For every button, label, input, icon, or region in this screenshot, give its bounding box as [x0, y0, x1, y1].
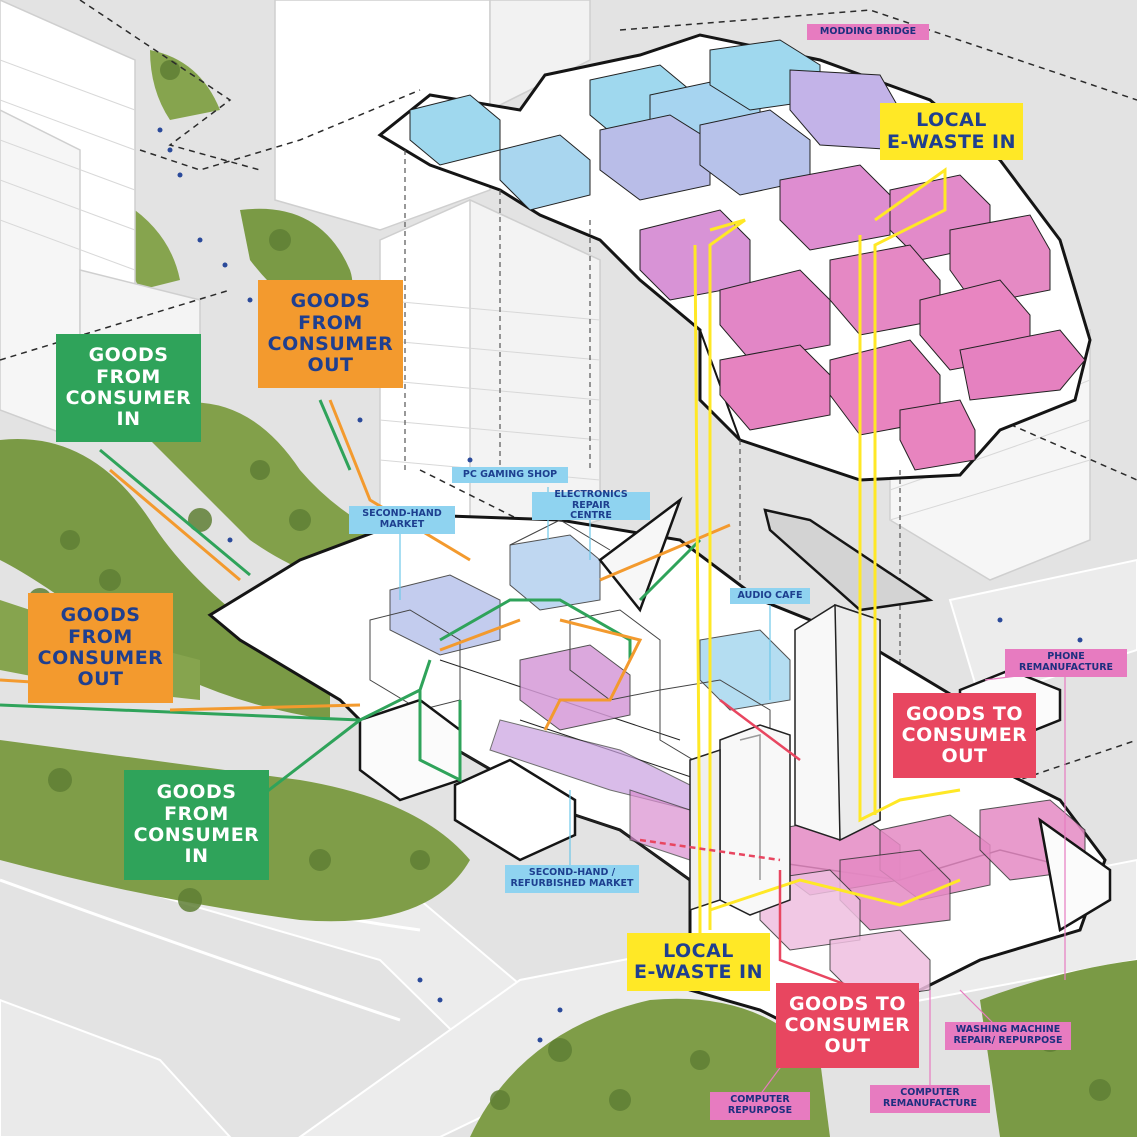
label-goods-from-consumer-in-top: GOODS FROM CONSUMER IN: [56, 334, 201, 442]
label-goods-from-consumer-in-bottom: GOODS FROM CONSUMER IN: [124, 770, 269, 880]
label-pc-gaming-shop: PC GAMING SHOP: [452, 467, 568, 483]
label-local-ewaste-in-top: LOCAL E-WASTE IN: [880, 103, 1023, 160]
label-washing-machine-repair: WASHING MACHINE REPAIR/ REPURPOSE: [945, 1022, 1071, 1050]
label-phone-remanufacture: PHONE REMANUFACTURE: [1005, 649, 1127, 677]
label-goods-from-consumer-out-left: GOODS FROM CONSUMER OUT: [28, 593, 173, 703]
label-local-ewaste-in-bottom: LOCAL E-WASTE IN: [627, 933, 770, 991]
label-goods-to-consumer-out-right: GOODS TO CONSUMER OUT: [893, 693, 1036, 778]
label-computer-remanufacture: COMPUTER REMANUFACTURE: [870, 1085, 990, 1113]
label-goods-to-consumer-out-bottom: GOODS TO CONSUMER OUT: [776, 983, 919, 1068]
label-goods-from-consumer-out-top: GOODS FROM CONSUMER OUT: [258, 280, 403, 388]
label-modding-bridge: MODDING BRIDGE: [807, 24, 929, 40]
label-second-hand-market: SECOND-HAND MARKET: [349, 506, 455, 534]
label-electronics-repair-centre: ELECTRONICS REPAIR CENTRE: [532, 492, 650, 520]
label-second-hand-refurbished-market: SECOND-HAND / REFURBISHED MARKET: [505, 865, 639, 893]
label-audio-cafe: AUDIO CAFE: [730, 588, 810, 604]
label-computer-repurpose: COMPUTER REPURPOSE: [710, 1092, 810, 1120]
